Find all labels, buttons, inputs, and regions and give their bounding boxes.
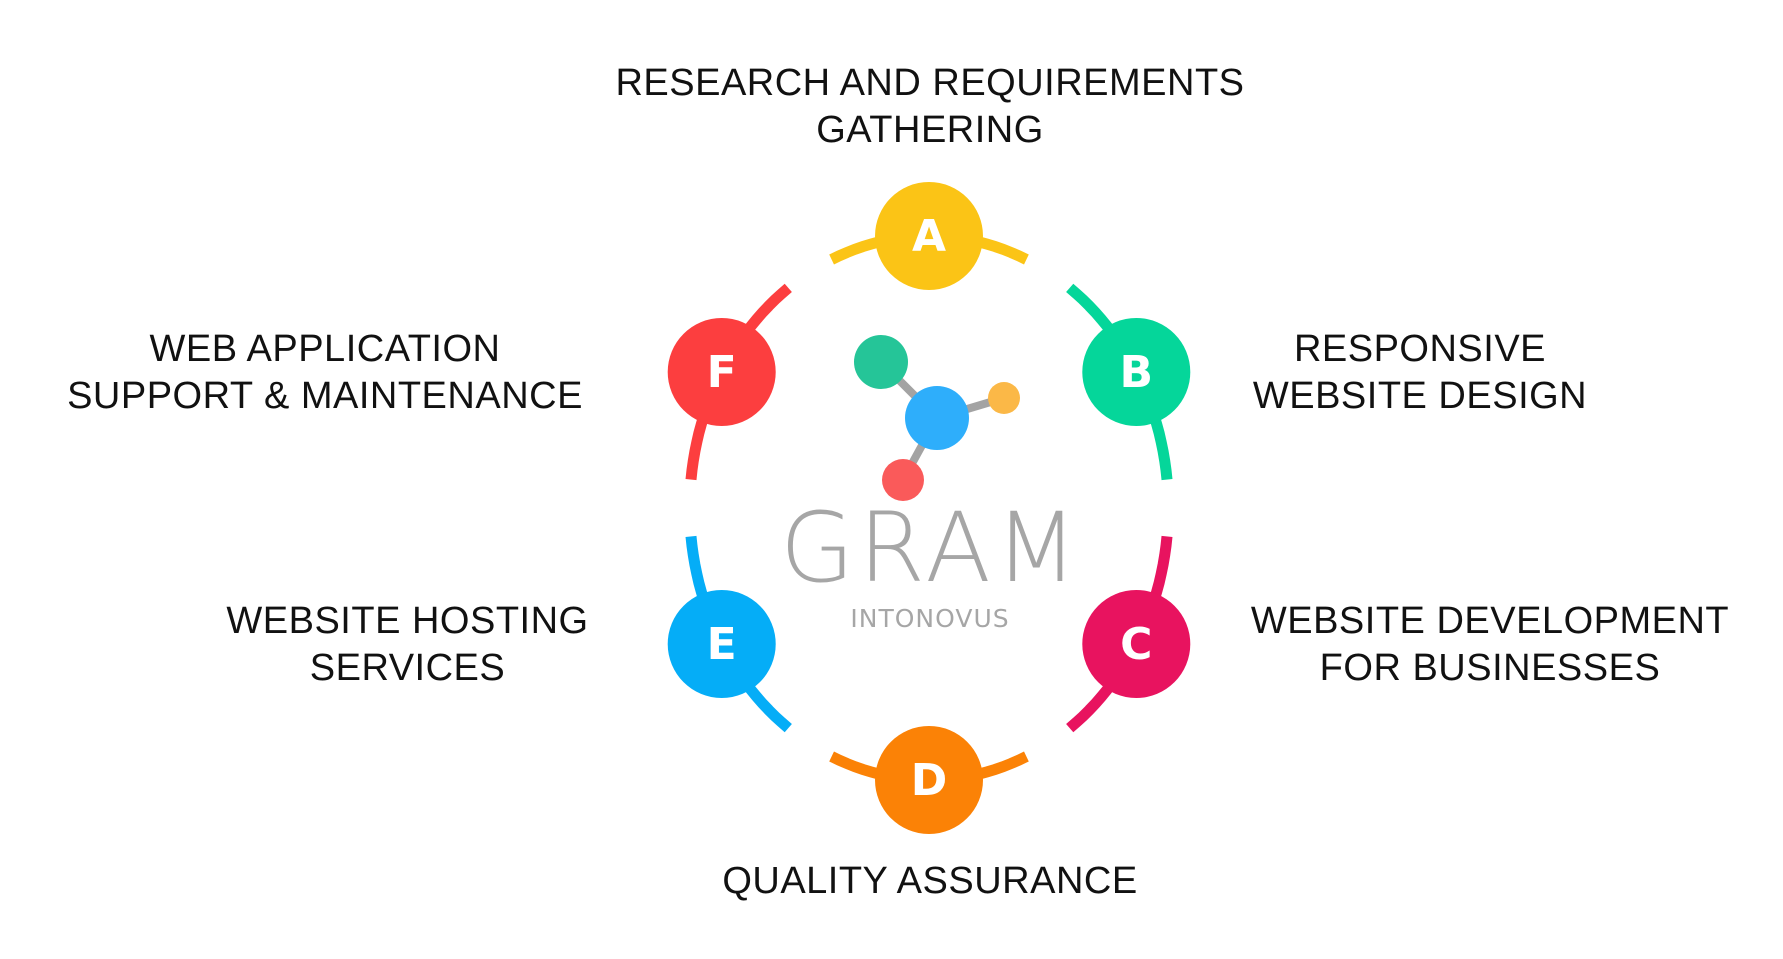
step-c-label-line-2: FOR BUSINESSES: [1319, 647, 1661, 689]
step-f-circle: [667, 318, 776, 426]
step-e-label: WEBSITE HOSTING SERVICES: [215, 598, 600, 692]
step-d-letter: D: [911, 755, 948, 806]
step-b-label-line-2: WEBSITE DESIGN: [1252, 375, 1588, 417]
step-e-label-line-2: SERVICES: [309, 647, 506, 689]
step-e-circle: [667, 590, 776, 698]
step-e-label-line-1: WEBSITE HOSTING: [226, 600, 589, 642]
step-b-circle: [1082, 318, 1191, 426]
step-a-label-line-2: GATHERING: [816, 109, 1044, 151]
step-c-label: WEBSITE DEVELOPMENT FOR BUSINESSES: [1245, 598, 1735, 692]
molecule-center-atom: [905, 386, 969, 450]
step-f-label: WEB APPLICATION SUPPORT & MAINTENANCE: [50, 326, 600, 420]
step-f-letter: F: [707, 347, 737, 398]
step-a-circle: [875, 182, 983, 290]
step-f-node: F: [667, 318, 776, 426]
step-f-label-line-1: WEB APPLICATION: [149, 328, 501, 370]
step-a-label: RESEARCH AND REQUIREMENTS GATHERING: [560, 60, 1300, 154]
step-d-label: QUALITY ASSURANCE: [600, 858, 1260, 905]
molecule-top-left-atom: [854, 335, 908, 389]
step-e-node: E: [667, 590, 776, 698]
step-b-node: B: [1082, 318, 1191, 426]
step-c-letter: C: [1120, 619, 1152, 670]
step-a-node: A: [875, 182, 983, 290]
step-c-node: C: [1082, 590, 1191, 698]
step-a-label-line-1: RESEARCH AND REQUIREMENTS: [615, 62, 1245, 104]
molecule-bottom-atom: [882, 459, 924, 501]
step-c-label-line-1: WEBSITE DEVELOPMENT: [1250, 600, 1730, 642]
step-c-circle: [1082, 590, 1191, 698]
step-f-label-line-2: SUPPORT & MAINTENANCE: [67, 375, 583, 417]
step-b-label: RESPONSIVE WEBSITE DESIGN: [1240, 326, 1600, 420]
step-a-letter: A: [912, 211, 946, 262]
step-d-label-line-1: QUALITY ASSURANCE: [722, 860, 1138, 902]
logo-subtitle: INTONOVUS: [850, 604, 1010, 633]
step-e-letter: E: [707, 619, 737, 670]
step-b-label-line-1: RESPONSIVE: [1293, 328, 1547, 370]
step-b-letter: B: [1120, 347, 1154, 398]
step-d-node: D: [875, 726, 983, 834]
logo-wordmark: GRAM: [780, 492, 1082, 604]
step-d-circle: [875, 726, 983, 834]
molecule-right-atom: [988, 382, 1020, 414]
